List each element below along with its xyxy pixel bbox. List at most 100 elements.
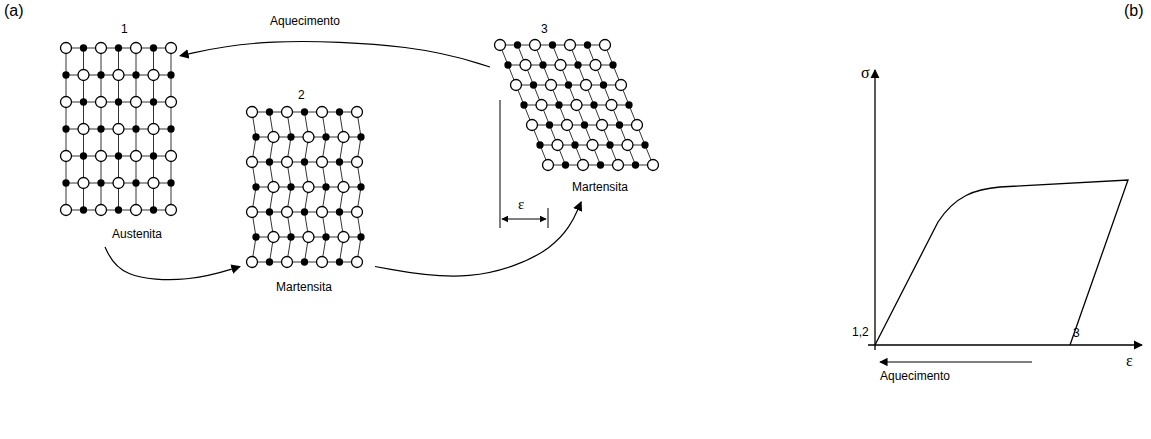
filled-atom	[267, 109, 273, 115]
filled-atom	[582, 122, 588, 128]
open-atom	[578, 160, 589, 171]
open-atom	[303, 232, 314, 243]
open-atom	[613, 160, 624, 171]
open-atom	[78, 124, 89, 135]
open-atom	[352, 107, 363, 118]
open-atom	[552, 140, 563, 151]
stress-strain-curve	[875, 180, 1128, 345]
filled-atom	[267, 259, 273, 265]
filled-atom	[98, 180, 104, 186]
crystal-lattice	[247, 107, 365, 268]
open-atom	[590, 60, 601, 71]
open-atom	[571, 100, 582, 111]
process-label: Aquecimento	[880, 370, 950, 383]
filled-atom	[550, 42, 556, 48]
filled-atom	[585, 42, 591, 48]
open-atom	[530, 40, 541, 51]
open-atom	[247, 207, 258, 218]
open-atom	[536, 100, 547, 111]
open-atom	[282, 157, 293, 168]
open-atom	[131, 43, 142, 54]
filled-atom	[98, 72, 104, 78]
strain-axis	[868, 344, 1142, 345]
filled-atom	[63, 72, 69, 78]
open-atom	[317, 107, 328, 118]
filled-atom	[253, 134, 259, 140]
open-atom	[96, 97, 107, 108]
filled-atom	[515, 42, 521, 48]
open-atom	[113, 124, 124, 135]
transformation-arrow	[375, 202, 581, 276]
open-atom	[61, 205, 72, 216]
open-atom	[247, 157, 258, 168]
open-atom	[600, 40, 611, 51]
filled-atom	[288, 184, 294, 190]
filled-atom	[591, 102, 597, 108]
open-atom	[352, 157, 363, 168]
axis-label: σ	[861, 64, 870, 82]
filled-atom	[133, 180, 139, 186]
filled-atom	[598, 162, 604, 168]
filled-atom	[288, 134, 294, 140]
filled-atom	[626, 102, 632, 108]
filled-atom	[540, 62, 546, 68]
open-atom	[495, 40, 506, 51]
filled-atom	[563, 162, 569, 168]
lattice-figure: 1Austenita	[55, 22, 180, 247]
filled-atom	[302, 209, 308, 215]
open-atom	[581, 80, 592, 91]
filled-atom	[358, 134, 364, 140]
open-atom	[543, 160, 554, 171]
open-atom	[113, 70, 124, 81]
filled-atom	[168, 72, 174, 78]
open-atom	[166, 97, 177, 108]
filled-atom	[337, 209, 343, 215]
open-atom	[555, 60, 566, 71]
open-atom	[131, 97, 142, 108]
open-atom	[166, 151, 177, 162]
filled-atom	[642, 142, 648, 148]
filled-atom	[531, 82, 537, 88]
open-atom	[565, 40, 576, 51]
filled-atom	[151, 45, 157, 51]
open-atom	[282, 207, 293, 218]
open-atom	[648, 160, 659, 171]
filled-atom	[601, 82, 607, 88]
filled-atom	[302, 159, 308, 165]
open-atom	[247, 257, 258, 268]
filled-atom	[358, 184, 364, 190]
filled-atom	[81, 153, 87, 159]
open-atom	[78, 70, 89, 81]
filled-atom	[337, 109, 343, 115]
filled-atom	[323, 184, 329, 190]
filled-atom	[547, 122, 553, 128]
stage-number: 2	[298, 88, 305, 102]
filled-atom	[288, 234, 294, 240]
filled-atom	[116, 99, 122, 105]
axis-label: ε	[1126, 352, 1133, 370]
filled-atom	[337, 259, 343, 265]
filled-atom	[607, 142, 613, 148]
crystal-lattice	[61, 43, 177, 216]
filled-atom	[81, 99, 87, 105]
filled-atom	[267, 159, 273, 165]
filled-atom	[521, 102, 527, 108]
filled-atom	[133, 72, 139, 78]
open-atom	[622, 140, 633, 151]
open-atom	[511, 80, 522, 91]
open-atom	[597, 120, 608, 131]
transformation-arrow	[105, 247, 240, 280]
open-atom	[96, 205, 107, 216]
filled-atom	[617, 122, 623, 128]
open-atom	[78, 178, 89, 189]
open-atom	[268, 232, 279, 243]
filled-atom	[337, 159, 343, 165]
filled-atom	[323, 134, 329, 140]
open-atom	[61, 151, 72, 162]
open-atom	[562, 120, 573, 131]
filled-atom	[556, 102, 562, 108]
open-atom	[282, 257, 293, 268]
open-atom	[527, 120, 538, 131]
